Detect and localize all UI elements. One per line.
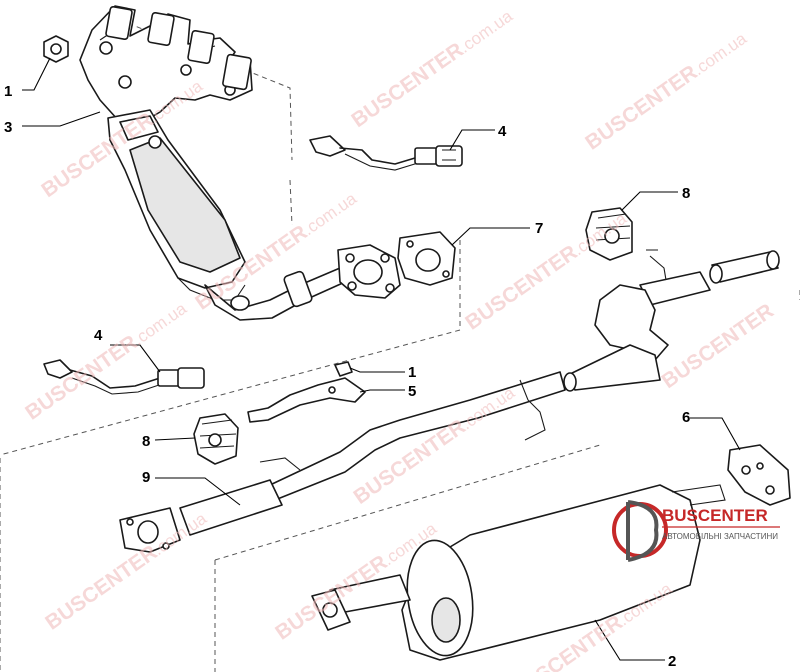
front-pipe bbox=[204, 244, 401, 321]
watermark-domain: .com.ua bbox=[690, 29, 751, 80]
hex-nut bbox=[43, 35, 69, 63]
callout-numbers: 1 3 4 8 7 4 1 5 8 6 9 2 bbox=[4, 83, 690, 670]
logo-letter-icon bbox=[626, 500, 659, 562]
watermark-brand: BUSCENTER bbox=[581, 61, 701, 155]
lambda-sensor-rear bbox=[309, 135, 463, 171]
callout-1-mid: 1 bbox=[408, 364, 416, 381]
muffler-gasket bbox=[727, 444, 791, 506]
lambda-sensor-front bbox=[43, 359, 205, 395]
watermark-brand: BUSCENTER bbox=[347, 38, 467, 132]
watermark-domain: .com.ua bbox=[130, 299, 191, 350]
rear-muffler bbox=[311, 484, 726, 661]
callout-6: 6 bbox=[682, 409, 690, 426]
rubber-mount-left bbox=[193, 413, 239, 465]
leader-lines bbox=[22, 57, 741, 661]
rubber-mount-top bbox=[585, 207, 633, 261]
callout-2: 2 bbox=[668, 653, 676, 670]
tailpipe-tip bbox=[709, 250, 780, 284]
buscenter-logo: BUSCENTER АВТОМОБІЛЬНІ ЗАПЧАСТИНИ bbox=[612, 500, 780, 562]
callout-3: 3 bbox=[4, 119, 12, 136]
section-frames bbox=[0, 19, 800, 672]
logo-tagline: АВТОМОБІЛЬНІ ЗАПЧАСТИНИ bbox=[662, 532, 778, 541]
callout-4-left: 4 bbox=[94, 327, 103, 344]
hanger-bracket bbox=[247, 361, 366, 423]
flange-gasket bbox=[397, 231, 456, 286]
exhaust-manifold bbox=[79, 5, 253, 129]
callout-8-top: 8 bbox=[682, 185, 690, 202]
intermediate-pipe bbox=[563, 249, 711, 392]
callout-7: 7 bbox=[535, 220, 543, 237]
watermark-brand: BUSCENTER bbox=[658, 299, 778, 393]
watermark-domain: .com.ua bbox=[300, 189, 361, 240]
catalytic-converter bbox=[107, 109, 246, 301]
callout-8-left: 8 bbox=[142, 433, 150, 450]
front-resonator-pipe bbox=[119, 371, 566, 553]
callout-4-right: 4 bbox=[498, 123, 507, 140]
callout-5: 5 bbox=[408, 383, 416, 400]
callout-9: 9 bbox=[142, 469, 150, 486]
logo-name: BUSCENTER bbox=[662, 506, 768, 525]
callout-1-top: 1 bbox=[4, 83, 12, 100]
watermark-brand: BUSCENTER bbox=[461, 241, 581, 335]
watermark-brand: BUSCENTER bbox=[41, 541, 161, 635]
watermark-domain: .com.ua bbox=[456, 6, 517, 57]
